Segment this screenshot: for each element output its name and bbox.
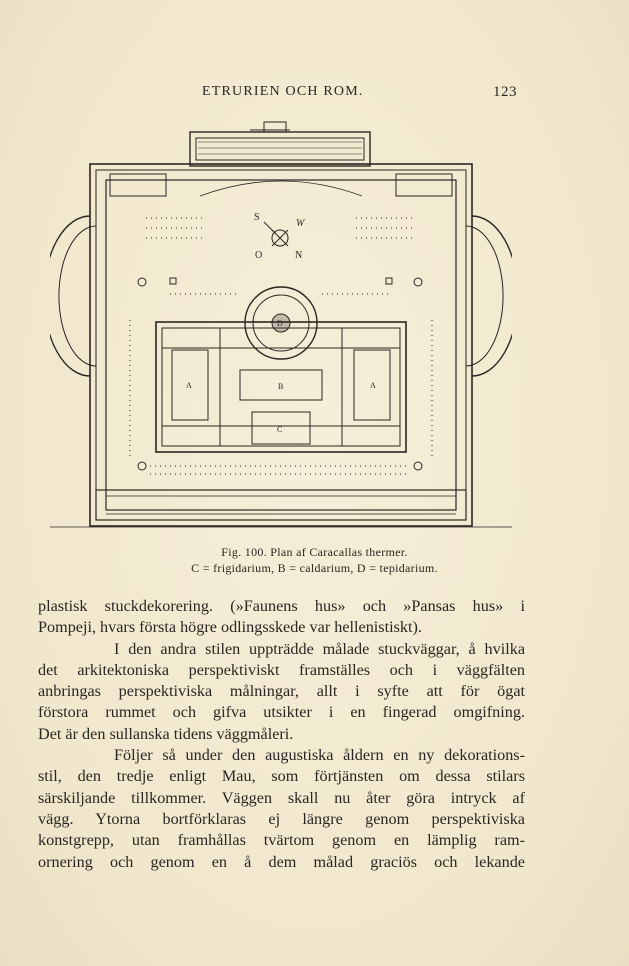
paragraph-1: plastisk stuckdekorering. (»Faunens hus»… — [38, 596, 525, 639]
page-header: ETRURIEN OCH ROM. 123 — [0, 84, 629, 106]
text-line: förstora rummet och gifva utsikter i en … — [38, 703, 525, 722]
running-head: ETRURIEN OCH ROM. — [202, 84, 364, 99]
compass-o: O — [255, 250, 262, 261]
text-line: Det är den sullanska tidens väggmåleri. — [38, 724, 294, 743]
text-line: det arkitektoniska perspektiviskt framst… — [38, 660, 525, 679]
paragraph-3: Följer så under den augustiska åldern en… — [38, 745, 525, 873]
plan-label-b: B — [278, 382, 283, 391]
text-line: I den andra stilen uppträdde målade stuc… — [114, 639, 525, 658]
compass-s: S — [254, 212, 260, 223]
floor-plan-drawing: A A B C D S W O N — [50, 121, 512, 528]
body-text: plastisk stuckdekorering. (»Faunens hus»… — [38, 596, 525, 873]
plan-label-a-left: A — [186, 381, 192, 390]
figure-caption-legend: C = frigidarium, B = caldarium, D = tepi… — [191, 561, 438, 575]
text-line: plastisk stuckdekorering. (»Faunens hus»… — [38, 597, 525, 615]
text-line: Följer så under den augustiska åldern en… — [114, 746, 525, 765]
compass-w: W — [296, 218, 306, 229]
text-line: vägg. Ytorna bortförklaras ej längre gen… — [38, 809, 525, 828]
text-line: stil, den tredje enligt Mau, som förtjän… — [38, 767, 525, 786]
plan-label-d: D — [277, 319, 283, 328]
text-line: ornering och genom en å dem målad graciö… — [38, 852, 525, 871]
text-line: konstgrepp, utan framhållas tvärtom geno… — [38, 831, 525, 850]
plan-label-c: C — [277, 425, 282, 434]
text-line: Pompeji, hvars första högre odlingsskede… — [38, 618, 422, 637]
compass-n: N — [295, 250, 302, 261]
page-number: 123 — [493, 84, 517, 100]
text-line: särskiljande tillkommer. Väggen skall nu… — [38, 788, 525, 807]
figure-plan-caracalla-baths: A A B C D S W O N — [50, 116, 512, 534]
paragraph-2: I den andra stilen uppträdde målade stuc… — [38, 639, 525, 745]
figure-caption: Fig. 100. Plan af Caracallas thermer. — [221, 545, 408, 559]
text-line: anbringas perspektiviska målningar, allt… — [38, 682, 525, 701]
plan-label-a-right: A — [370, 381, 376, 390]
